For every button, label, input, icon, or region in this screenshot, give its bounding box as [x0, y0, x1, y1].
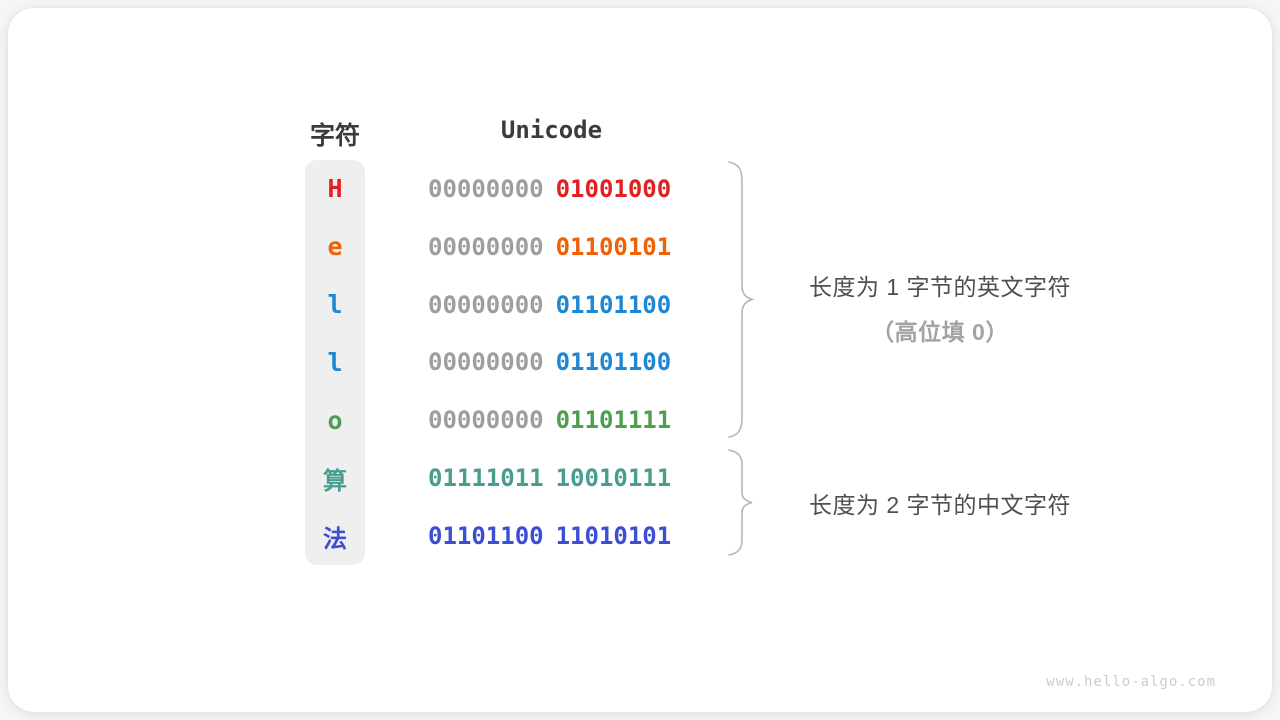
- annotation-english-line1: 长度为 1 字节的英文字符: [808, 274, 1072, 300]
- low-byte: 01001000: [555, 174, 672, 203]
- character-cell: e: [327, 232, 343, 262]
- watermark: www.hello-algo.com: [1046, 674, 1216, 690]
- low-byte: 01101100: [555, 290, 672, 319]
- character-cell: 法: [323, 525, 347, 553]
- high-byte: 00000000: [428, 290, 544, 319]
- group-brace-chinese: [728, 449, 753, 556]
- high-byte: 00000000: [428, 232, 544, 261]
- unicode-binary-row: 00000000 01101100: [428, 276, 688, 334]
- low-byte: 01101111: [555, 406, 672, 435]
- high-byte: 00000000: [428, 348, 544, 377]
- group-brace-english: [728, 161, 755, 438]
- low-byte: 01100101: [555, 232, 672, 261]
- character-cell: H: [327, 174, 343, 204]
- character-cell: l: [327, 347, 343, 377]
- high-byte: 00000000: [428, 406, 544, 435]
- annotation-chinese-chars: 长度为 2 字节的中文字符: [808, 492, 1072, 518]
- unicode-binary-row: 00000000 01100101: [428, 218, 688, 276]
- unicode-binary-row: 01101100 11010101: [428, 507, 688, 565]
- high-byte: 00000000: [428, 174, 544, 203]
- low-byte: 10010111: [555, 464, 672, 493]
- low-byte: 01101100: [555, 348, 672, 377]
- character-cell: l: [327, 290, 343, 320]
- low-byte: 11010101: [555, 522, 672, 551]
- column-header-char: 字符: [309, 122, 360, 150]
- annotation-english-chars: 长度为 1 字节的英文字符 （高位填 0）: [770, 268, 1110, 347]
- column-header-unicode: Unicode: [500, 116, 603, 144]
- character-cell: o: [327, 405, 343, 435]
- unicode-binary-row: 00000000 01101100: [428, 334, 688, 392]
- annotation-english-line2: （高位填 0）: [871, 319, 1009, 345]
- high-byte: 01101100: [428, 522, 544, 551]
- unicode-binary-row: 00000000 01101111: [428, 391, 688, 449]
- unicode-binary-row: 01111011 10010111: [428, 449, 688, 507]
- character-cell: 算: [323, 467, 347, 495]
- unicode-binary-row: 00000000 01001000: [428, 160, 688, 218]
- high-byte: 01111011: [428, 464, 544, 493]
